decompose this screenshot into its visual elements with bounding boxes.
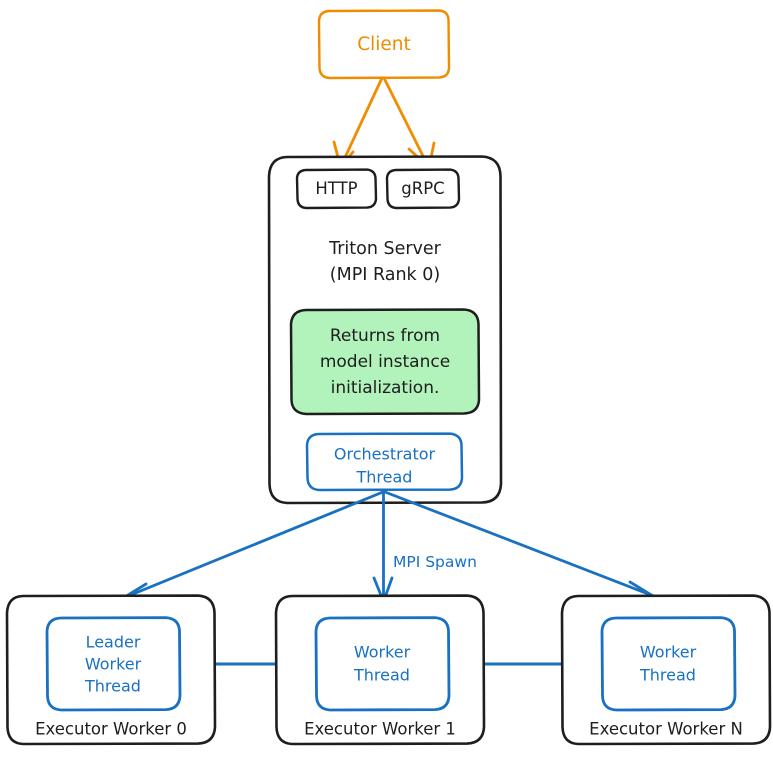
- node-returns-note[interactable]: Returns from model instance initializati…: [289, 308, 481, 416]
- node-client[interactable]: Client: [317, 9, 451, 80]
- client-box-outline: [317, 9, 451, 80]
- executor-worker-0-label: Executor Worker 0: [35, 720, 187, 739]
- leader-worker-thread-line3: Thread: [84, 677, 141, 696]
- node-orchestrator-thread[interactable]: Orchestrator Thread: [305, 432, 464, 492]
- grpc-label: gRPC: [401, 179, 444, 198]
- grpc-box-outline: [385, 168, 461, 210]
- leader-worker-thread-line1: Leader: [86, 633, 141, 652]
- mpi-spawn-label: MPI Spawn: [393, 553, 477, 571]
- edge-orchestrator-to-workern: [383, 490, 659, 607]
- edge-orchestrator-to-worker1: MPI Spawn: [372, 490, 477, 603]
- worker-thread-1-box-outline[interactable]: [314, 616, 451, 712]
- node-executor-worker-n[interactable]: Worker Thread Executor Worker N: [560, 594, 772, 746]
- leader-worker-thread-box-outline[interactable]: [45, 616, 182, 712]
- returns-note-line1: Returns from: [330, 326, 440, 346]
- worker-thread-1-line1: Worker: [354, 643, 411, 662]
- leader-worker-thread-line2: Worker: [85, 655, 142, 674]
- returns-note-line3: initialization.: [331, 378, 440, 398]
- worker-thread-n-box-outline[interactable]: [600, 616, 737, 712]
- http-label: HTTP: [315, 179, 357, 198]
- node-executor-worker-1[interactable]: Worker Thread Executor Worker 1: [274, 594, 486, 746]
- executor-worker-n-label: Executor Worker N: [589, 720, 743, 739]
- worker-thread-n-line1: Worker: [640, 643, 697, 662]
- http-box-outline: [295, 168, 378, 210]
- orchestrator-line2: Thread: [356, 468, 413, 487]
- edge-client-to-grpc: [382, 76, 436, 169]
- worker-thread-n-line2: Thread: [639, 666, 696, 685]
- triton-title-line2: (MPI Rank 0): [330, 265, 440, 285]
- triton-title-line1: Triton Server: [328, 239, 442, 259]
- edge-client-to-http: [332, 76, 384, 169]
- client-label: Client: [357, 34, 411, 55]
- edge-orchestrator-to-worker0: [117, 490, 385, 609]
- returns-note-line2: model instance: [320, 352, 450, 372]
- executor-worker-1-label: Executor Worker 1: [304, 720, 456, 739]
- orchestrator-line1: Orchestrator: [334, 445, 436, 464]
- node-executor-worker-0[interactable]: Leader Worker Thread Executor Worker 0: [5, 594, 217, 746]
- worker-thread-1-line2: Thread: [353, 666, 410, 685]
- node-grpc[interactable]: gRPC: [385, 168, 461, 210]
- orchestrator-box-outline: [305, 432, 464, 492]
- node-http[interactable]: HTTP: [295, 168, 378, 210]
- returns-note-outline: [289, 308, 481, 416]
